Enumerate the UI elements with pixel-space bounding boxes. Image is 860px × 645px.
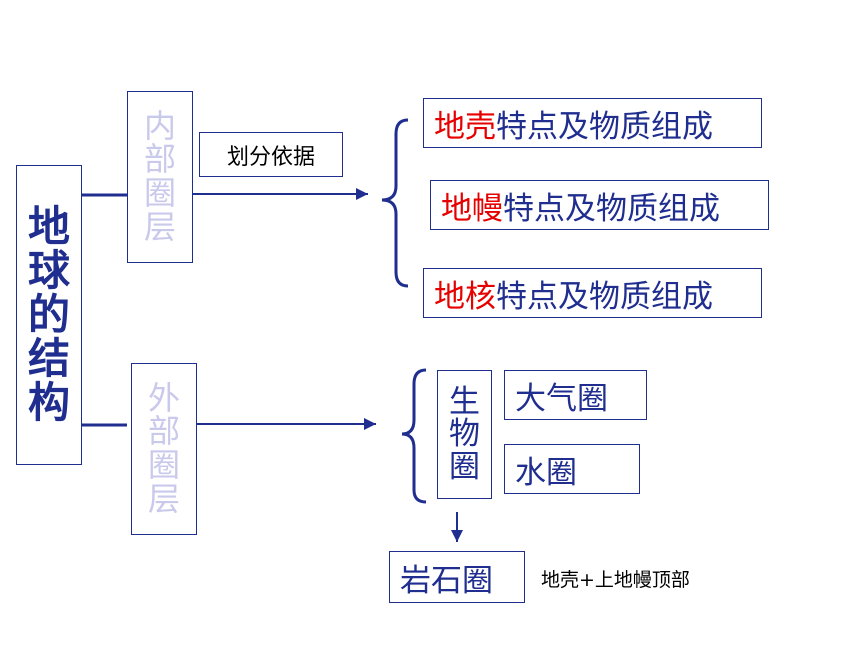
biosphere-char: 物 <box>449 416 480 453</box>
inner-brace <box>381 118 409 288</box>
hydrosphere-label: 水圈 <box>515 454 577 491</box>
mantle-desc: 特点及物质组成 <box>503 190 720 227</box>
main-title-char: 球 <box>27 245 70 295</box>
crust-name: 地壳 <box>434 108 496 145</box>
lithosphere-label: 岩石圈 <box>400 562 493 599</box>
division-basis-label: 划分依据 <box>226 144 315 170</box>
outer-layers-char: 层 <box>147 479 180 518</box>
inner-layers-char: 部 <box>143 140 176 179</box>
main-title-char: 构 <box>27 378 70 428</box>
mantle-name: 地幔 <box>441 190 503 227</box>
mantle-box: 地幔特点及物质组成 <box>430 180 769 230</box>
main-title-char: 地 <box>27 201 70 251</box>
outer-brace <box>401 368 427 504</box>
biosphere-box: 生 物 圈 <box>437 370 492 499</box>
outer-layers-box: 外 部 圈 层 <box>131 363 197 535</box>
inner-layers-char: 层 <box>143 207 176 246</box>
crust-desc: 特点及物质组成 <box>496 108 713 145</box>
hydrosphere-box: 水圈 <box>504 444 640 494</box>
crust-box: 地壳特点及物质组成 <box>423 98 762 148</box>
inner-layers-char: 圈 <box>143 174 176 212</box>
lithosphere-note: 地壳+上地幔顶部 <box>541 569 690 591</box>
outer-layers-char: 部 <box>147 412 180 451</box>
atmosphere-label: 大气圈 <box>515 380 608 417</box>
main-title-box: 地 球 的 结 构 <box>16 165 82 465</box>
core-box: 地核特点及物质组成 <box>423 268 762 318</box>
main-title-char: 的 <box>27 289 70 339</box>
lithosphere-box: 岩石圈 <box>389 551 525 603</box>
inner-layers-box: 内 部 圈 层 <box>127 91 193 263</box>
biosphere-char: 圈 <box>449 448 480 485</box>
inner-layers-char: 内 <box>143 106 176 145</box>
atmosphere-box: 大气圈 <box>504 370 647 420</box>
main-title-char: 结 <box>27 334 70 384</box>
core-name: 地核 <box>434 278 496 315</box>
core-desc: 特点及物质组成 <box>496 278 713 315</box>
biosphere-char: 生 <box>449 383 480 420</box>
outer-layers-char: 圈 <box>147 446 180 484</box>
division-basis-box: 划分依据 <box>199 132 343 177</box>
outer-layers-char: 外 <box>147 378 180 417</box>
